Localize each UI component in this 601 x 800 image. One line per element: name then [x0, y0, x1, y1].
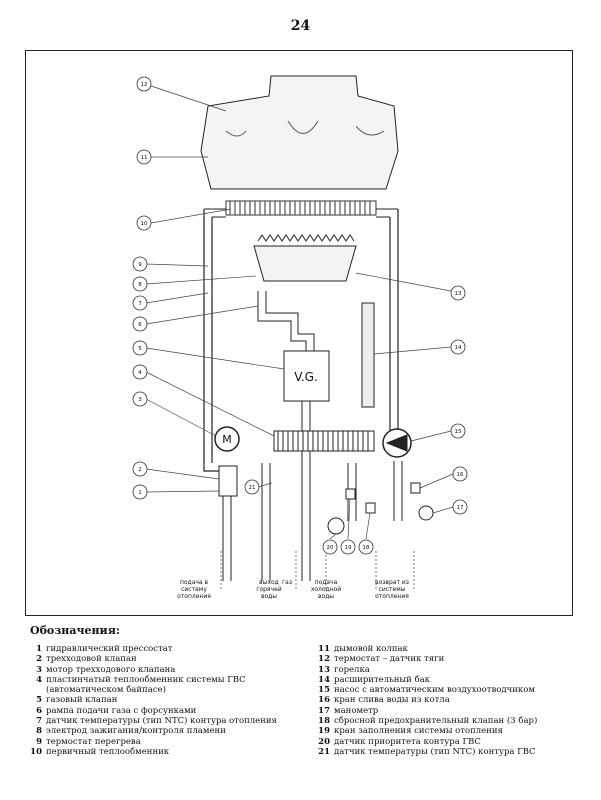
callout-3: 3 — [138, 397, 142, 403]
plate-heat-exchanger — [273, 430, 375, 452]
callout-5: 5 — [138, 346, 142, 352]
callout-15: 15 — [455, 429, 462, 435]
gas-valve-label: V.G. — [294, 370, 318, 384]
three-way-valve — [218, 465, 238, 497]
callout-8: 8 — [138, 282, 142, 288]
callout-1: 1 — [138, 490, 142, 496]
motor-label: M — [222, 433, 232, 446]
expansion-tank — [361, 302, 375, 408]
callout-17: 17 — [457, 505, 464, 511]
label-gas: газ — [281, 579, 293, 586]
callout-21: 21 — [249, 485, 256, 491]
callout-11: 11 — [141, 155, 148, 161]
callout-9: 9 — [138, 262, 142, 268]
motor — [214, 426, 240, 452]
relief-valve — [365, 502, 376, 514]
callout-7: 7 — [138, 301, 142, 307]
manometer — [418, 505, 434, 521]
legend-title: Обозначения: — [30, 624, 120, 637]
flow-sensor — [327, 517, 345, 535]
callout-20: 20 — [327, 545, 334, 551]
drain-tap — [410, 482, 421, 494]
callout-2: 2 — [138, 467, 142, 473]
callout-18: 18 — [363, 545, 370, 551]
primary-heat-exchanger — [225, 200, 377, 216]
filling-tap — [345, 488, 356, 500]
callout-14: 14 — [455, 345, 462, 351]
page-number: 24 — [290, 18, 311, 34]
gas-valve — [283, 350, 330, 402]
callout-19: 19 — [345, 545, 352, 551]
callout-numbers: 12 11 10 9 8 7 6 5 4 3 2 1 13 14 15 16 1… — [138, 82, 464, 551]
callout-16: 16 — [457, 472, 464, 478]
burner — [253, 245, 357, 282]
callout-4: 4 — [138, 370, 142, 376]
callout-6: 6 — [138, 322, 142, 328]
callout-13: 13 — [455, 291, 462, 297]
boiler-schematic: V.G. M — [132, 75, 468, 591]
callout-markers — [132, 76, 468, 555]
callout-12: 12 — [141, 82, 148, 88]
callout-10: 10 — [141, 221, 148, 227]
boiler-diagram: V.G. M — [25, 50, 573, 616]
legend-item-subtext: (автоматическом байпасе) — [46, 685, 166, 696]
